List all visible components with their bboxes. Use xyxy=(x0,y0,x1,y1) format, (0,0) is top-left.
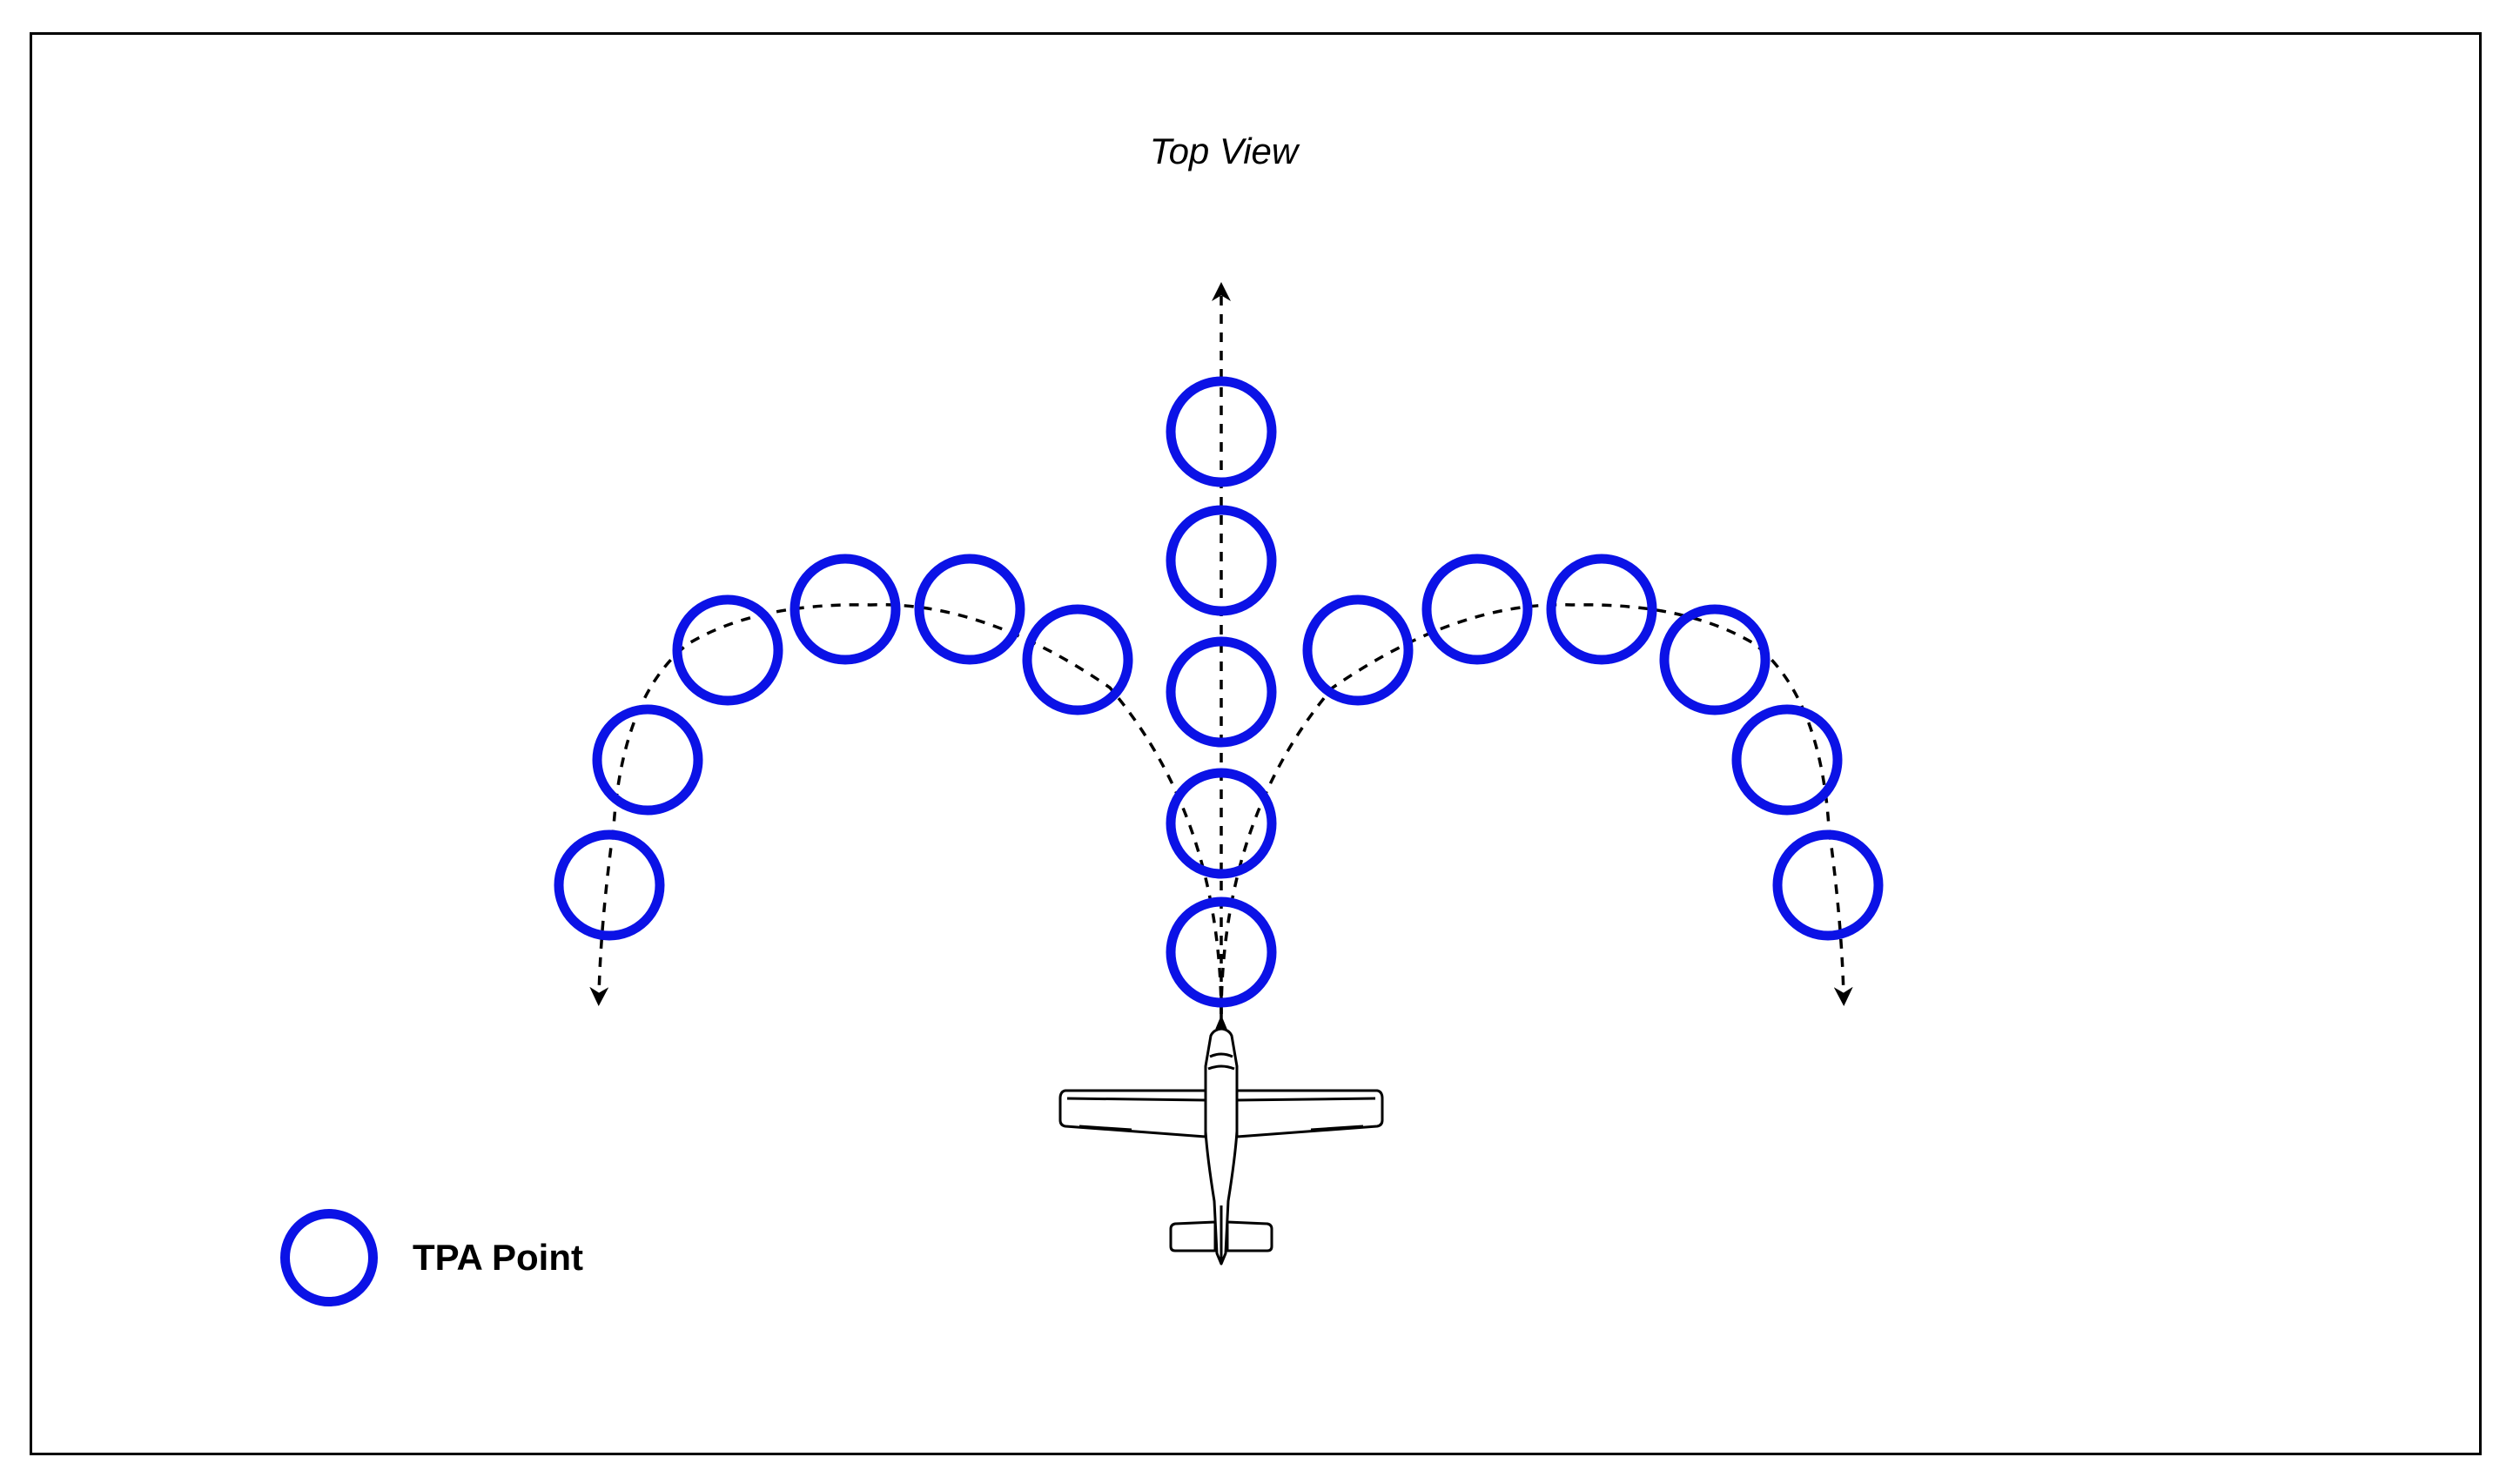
tpa-point-legend-marker xyxy=(280,1209,378,1306)
tpa-point xyxy=(914,554,1025,665)
tpa-point xyxy=(1022,604,1133,715)
tpa-point xyxy=(1166,376,1277,487)
tpa-point xyxy=(1166,896,1277,1008)
tpa-point xyxy=(1731,704,1843,816)
tpa-point xyxy=(1546,554,1657,665)
diagram-frame xyxy=(30,32,2482,1455)
tpa-point xyxy=(1421,554,1533,665)
tpa-point xyxy=(672,594,783,706)
tpa-point xyxy=(1302,594,1414,706)
legend: TPA Point xyxy=(280,1201,583,1314)
tpa-points xyxy=(554,376,1884,1008)
tpa-point xyxy=(592,704,703,816)
tpa-point xyxy=(1659,604,1771,715)
tpa-point xyxy=(790,554,901,665)
diagram-title: Top View xyxy=(1149,131,1299,171)
flight-paths xyxy=(589,282,1853,1018)
tpa-point xyxy=(1166,505,1277,616)
tpa-point xyxy=(554,829,665,941)
small-aircraft-top-view-icon xyxy=(1058,1017,1384,1266)
legend-label: TPA Point xyxy=(413,1237,583,1278)
tpa-point xyxy=(1166,768,1277,879)
tpa-point xyxy=(1772,829,1884,941)
tpa-point xyxy=(1166,636,1277,748)
